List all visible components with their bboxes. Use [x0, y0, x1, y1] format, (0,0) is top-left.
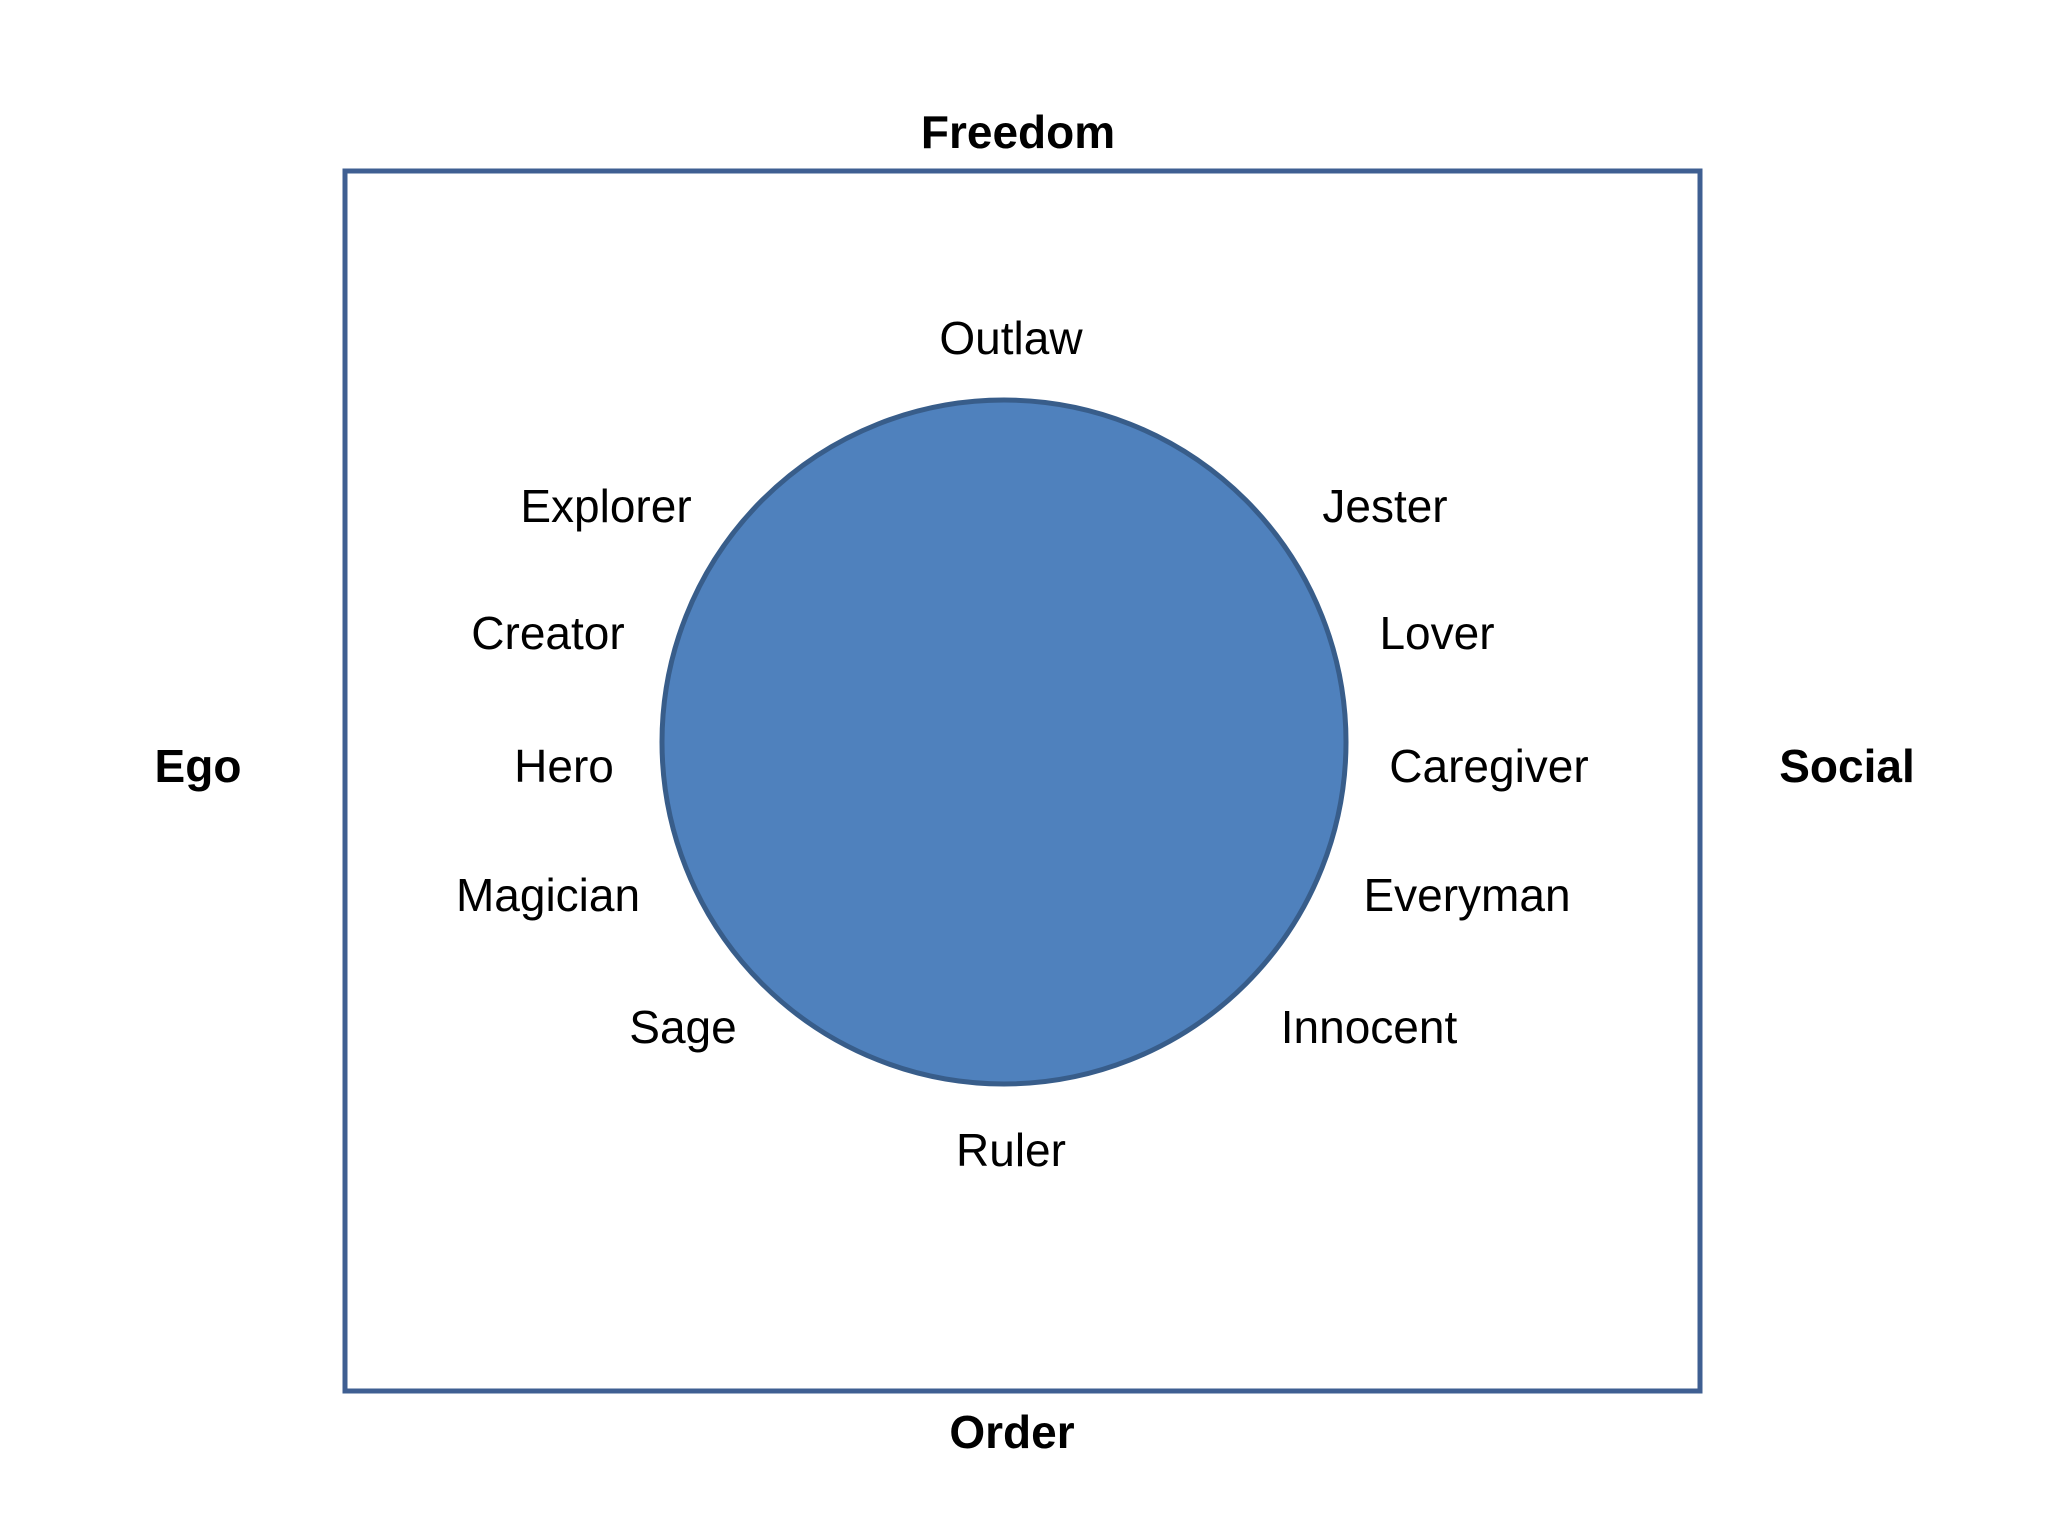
archetype-sage: Sage — [629, 1001, 736, 1053]
axis-label-social: Social — [1779, 740, 1915, 792]
archetype-jester: Jester — [1322, 480, 1447, 532]
archetype-explorer: Explorer — [520, 480, 691, 532]
axis-label-order: Order — [949, 1406, 1074, 1458]
outer-frame — [342, 168, 1703, 1394]
center-circle — [659, 397, 1349, 1087]
axis-label-ego: Ego — [155, 740, 242, 792]
archetype-lover: Lover — [1379, 607, 1494, 659]
archetype-outlaw: Outlaw — [939, 312, 1083, 364]
archetype-innocent: Innocent — [1281, 1001, 1458, 1053]
archetype-creator: Creator — [471, 607, 624, 659]
archetype-magician: Magician — [456, 869, 640, 921]
archetype-ruler: Ruler — [956, 1124, 1066, 1176]
archetype-caregiver: Caregiver — [1389, 740, 1588, 792]
archetype-everyman: Everyman — [1363, 869, 1570, 921]
axis-label-freedom: Freedom — [921, 106, 1115, 158]
archetype-hero: Hero — [514, 740, 614, 792]
